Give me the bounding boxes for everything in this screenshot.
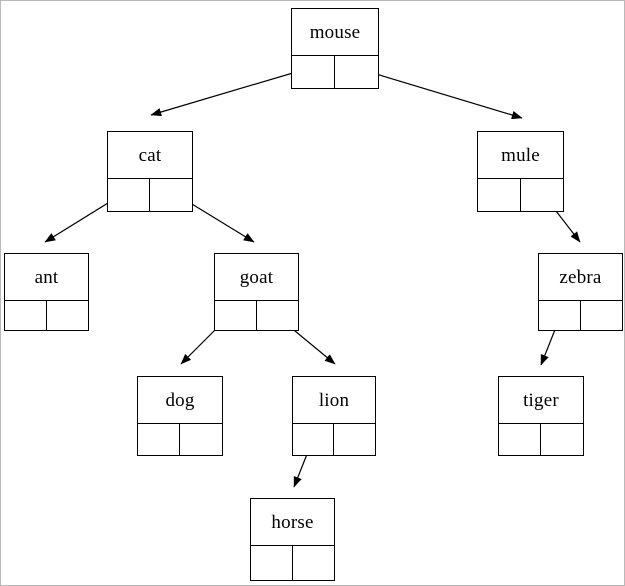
- left-pointer-cell-dog: [138, 424, 180, 455]
- node-pointers-ant: [5, 300, 88, 330]
- node-pointers-goat: [215, 300, 298, 330]
- left-pointer-cell-mule: [478, 179, 521, 211]
- node-pointers-horse: [251, 545, 334, 580]
- node-label-tiger: tiger: [523, 389, 559, 411]
- node-label-mule: mule: [501, 144, 540, 166]
- tree-node-mule: mule: [477, 131, 564, 212]
- node-label-mouse: mouse: [309, 21, 361, 43]
- node-label-ant: ant: [34, 266, 59, 288]
- right-pointer-cell-tiger: [541, 424, 583, 455]
- left-pointer-cell-tiger: [499, 424, 541, 455]
- node-label-horse: horse: [271, 511, 314, 533]
- node-label-cat: cat: [138, 144, 162, 166]
- right-pointer-cell-mouse: [335, 56, 378, 88]
- left-pointer-cell-lion: [293, 424, 334, 455]
- right-pointer-cell-horse: [293, 546, 335, 580]
- left-pointer-cell-cat: [108, 179, 150, 211]
- node-label-dog: dog: [165, 389, 195, 411]
- node-pointers-mule: [478, 178, 563, 211]
- node-label-zebra: zebra: [559, 266, 602, 288]
- node-pointers-cat: [108, 178, 192, 211]
- left-pointer-cell-ant: [5, 301, 47, 330]
- tree-node-ant: ant: [4, 253, 89, 331]
- tree-node-tiger: tiger: [498, 376, 584, 456]
- node-pointers-zebra: [539, 300, 622, 330]
- node-pointers-dog: [138, 423, 222, 455]
- left-pointer-cell-horse: [251, 546, 293, 580]
- right-pointer-cell-lion: [334, 424, 375, 455]
- right-pointer-cell-goat: [257, 301, 299, 330]
- tree-node-zebra: zebra: [538, 253, 623, 331]
- tree-node-goat: goat: [214, 253, 299, 331]
- node-label-lion: lion: [318, 389, 350, 411]
- tree-node-cat: cat: [107, 131, 193, 212]
- node-pointers-mouse: [292, 55, 378, 88]
- tree-node-lion: lion: [292, 376, 376, 456]
- right-pointer-cell-mule: [521, 179, 564, 211]
- tree-node-mouse: mouse: [291, 8, 379, 89]
- node-pointers-tiger: [499, 423, 583, 455]
- tree-node-dog: dog: [137, 376, 223, 456]
- right-pointer-cell-ant: [47, 301, 89, 330]
- node-label-goat: goat: [239, 266, 274, 288]
- node-pointers-lion: [293, 423, 375, 455]
- right-pointer-cell-cat: [150, 179, 192, 211]
- right-pointer-cell-dog: [180, 424, 222, 455]
- left-pointer-cell-zebra: [539, 301, 581, 330]
- left-pointer-cell-mouse: [292, 56, 335, 88]
- right-pointer-cell-zebra: [581, 301, 623, 330]
- tree-edge-mouse-left-cat: [150, 66, 314, 117]
- left-pointer-cell-goat: [215, 301, 257, 330]
- tree-node-horse: horse: [250, 498, 335, 581]
